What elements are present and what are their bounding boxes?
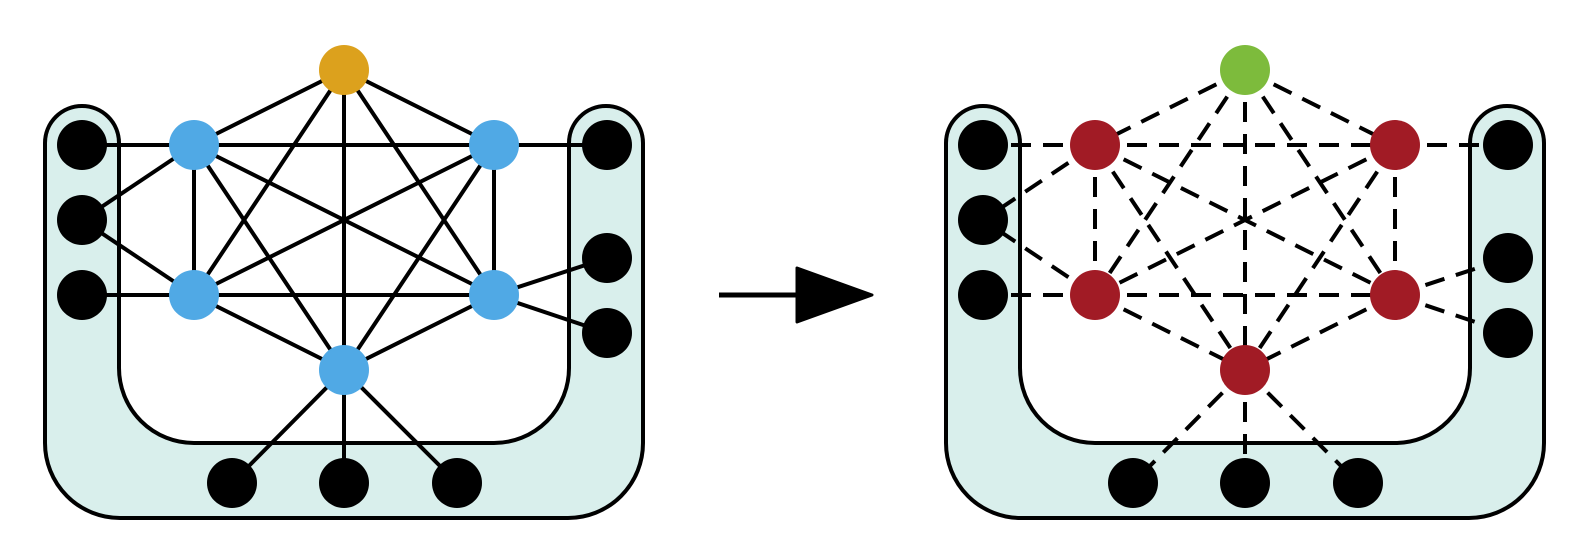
graph-edge: [193, 68, 345, 147]
graph-edge: [1243, 143, 1397, 372]
boundary-node: [958, 120, 1008, 170]
boundary-edge: [230, 368, 346, 485]
graph-edge: [343, 293, 495, 372]
boundary-node: [582, 233, 632, 283]
graph-edge: [1244, 68, 1396, 147]
boundary-node: [958, 195, 1008, 245]
inner-node: [469, 120, 519, 170]
arrow-head: [795, 266, 874, 324]
boundary-node: [582, 308, 632, 358]
boundary-node: [1333, 458, 1383, 508]
apex-node: [1220, 45, 1270, 95]
boundary-node: [207, 458, 257, 508]
boundary-node: [57, 270, 107, 320]
inner-node: [1220, 345, 1270, 395]
boundary-node: [1220, 458, 1270, 508]
boundary-edge: [342, 368, 459, 485]
panel-after: [944, 45, 1546, 520]
inner-node: [469, 270, 519, 320]
boundary-edge: [1243, 368, 1360, 485]
inner-node: [1370, 120, 1420, 170]
panel-before: [43, 45, 645, 520]
inner-node: [169, 120, 219, 170]
boundary-node: [582, 120, 632, 170]
graph-edge: [342, 143, 496, 372]
boundary-node: [57, 195, 107, 245]
apex-node: [319, 45, 369, 95]
inner-node: [319, 345, 369, 395]
boundary-edge: [1131, 368, 1247, 485]
graph-edge: [1094, 293, 1246, 372]
inner-node: [169, 270, 219, 320]
inner-node: [1070, 270, 1120, 320]
boundary-node: [1108, 458, 1158, 508]
boundary-node: [1483, 120, 1533, 170]
graph-edge: [1093, 143, 1247, 372]
boundary-node: [432, 458, 482, 508]
inner-node: [1370, 270, 1420, 320]
inner-node: [1070, 120, 1120, 170]
boundary-node: [57, 120, 107, 170]
graph-edge: [1094, 143, 1396, 297]
graph-edge: [193, 293, 345, 372]
boundary-node: [1483, 308, 1533, 358]
boundary-node: [1483, 233, 1533, 283]
graph-edge: [343, 68, 495, 147]
boundary-node: [958, 270, 1008, 320]
right-arrow-icon: [719, 266, 874, 324]
graph-edge: [193, 143, 495, 297]
graph-edge: [1094, 68, 1246, 147]
boundary-node: [319, 458, 369, 508]
graph-edge: [1244, 293, 1396, 372]
